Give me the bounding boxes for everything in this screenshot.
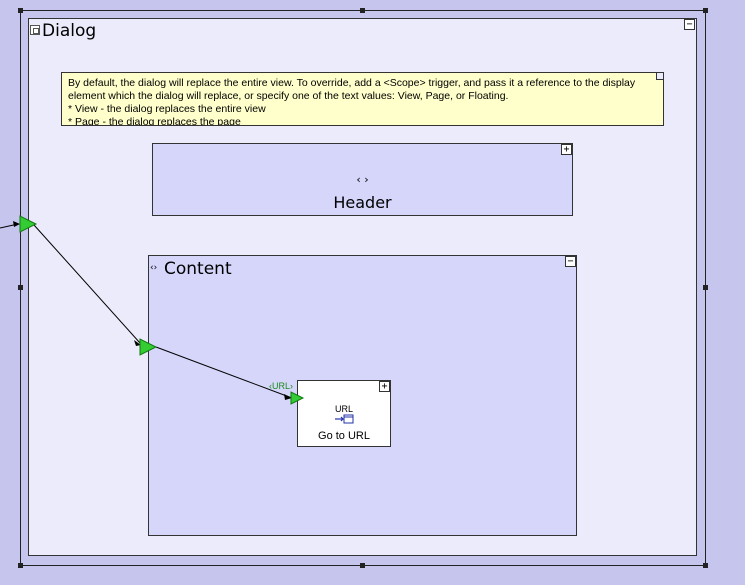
url-node-expand-button[interactable]: +	[379, 381, 390, 392]
url-port-label: ‹URL›	[269, 381, 293, 391]
header-label: Header	[333, 193, 392, 212]
resize-handle-bottom[interactable]	[360, 563, 365, 568]
url-node-type-label: URL	[297, 404, 391, 426]
header-expand-button[interactable]: +	[561, 144, 572, 155]
content-input-port[interactable]	[139, 338, 158, 356]
resize-handle-bottom-right[interactable]	[703, 563, 708, 568]
arrowhead	[284, 394, 292, 400]
resize-handle-right[interactable]	[703, 285, 708, 290]
resize-handle-top[interactable]	[360, 8, 365, 13]
resize-handle-left[interactable]	[18, 285, 23, 290]
dialog-collapse-icon[interactable]	[30, 25, 40, 35]
arrowhead	[134, 340, 141, 346]
note-line: * View - the dialog replaces the entire …	[68, 103, 266, 115]
dialog-input-port[interactable]	[19, 215, 38, 233]
go-to-url-node[interactable]	[297, 380, 391, 447]
content-title: Content	[164, 259, 232, 279]
content-collapse-button[interactable]: −	[565, 256, 576, 267]
note-line: element which the dialog will replace, o…	[68, 90, 509, 102]
dialog-minimize-button[interactable]: −	[684, 19, 695, 30]
arrowhead	[13, 221, 20, 227]
url-node-name: Go to URL	[318, 430, 370, 442]
dialog-title: Dialog	[42, 21, 97, 41]
note-line: * Page - the dialog replaces the page	[68, 116, 241, 126]
note-fold-corner	[656, 73, 663, 80]
code-brackets-icon: ‹ ›	[356, 173, 369, 186]
code-brackets-icon: ‹›	[150, 263, 158, 273]
header-block[interactable]	[152, 143, 573, 216]
url-input-port[interactable]	[290, 391, 305, 405]
note-line: By default, the dialog will replace the …	[68, 77, 636, 89]
resize-handle-top-right[interactable]	[703, 8, 708, 13]
comment-note[interactable]: By default, the dialog will replace the …	[61, 72, 664, 126]
resize-handle-top-left[interactable]	[18, 8, 23, 13]
resize-handle-bottom-left[interactable]	[18, 563, 23, 568]
navigate-url-icon	[335, 414, 354, 424]
